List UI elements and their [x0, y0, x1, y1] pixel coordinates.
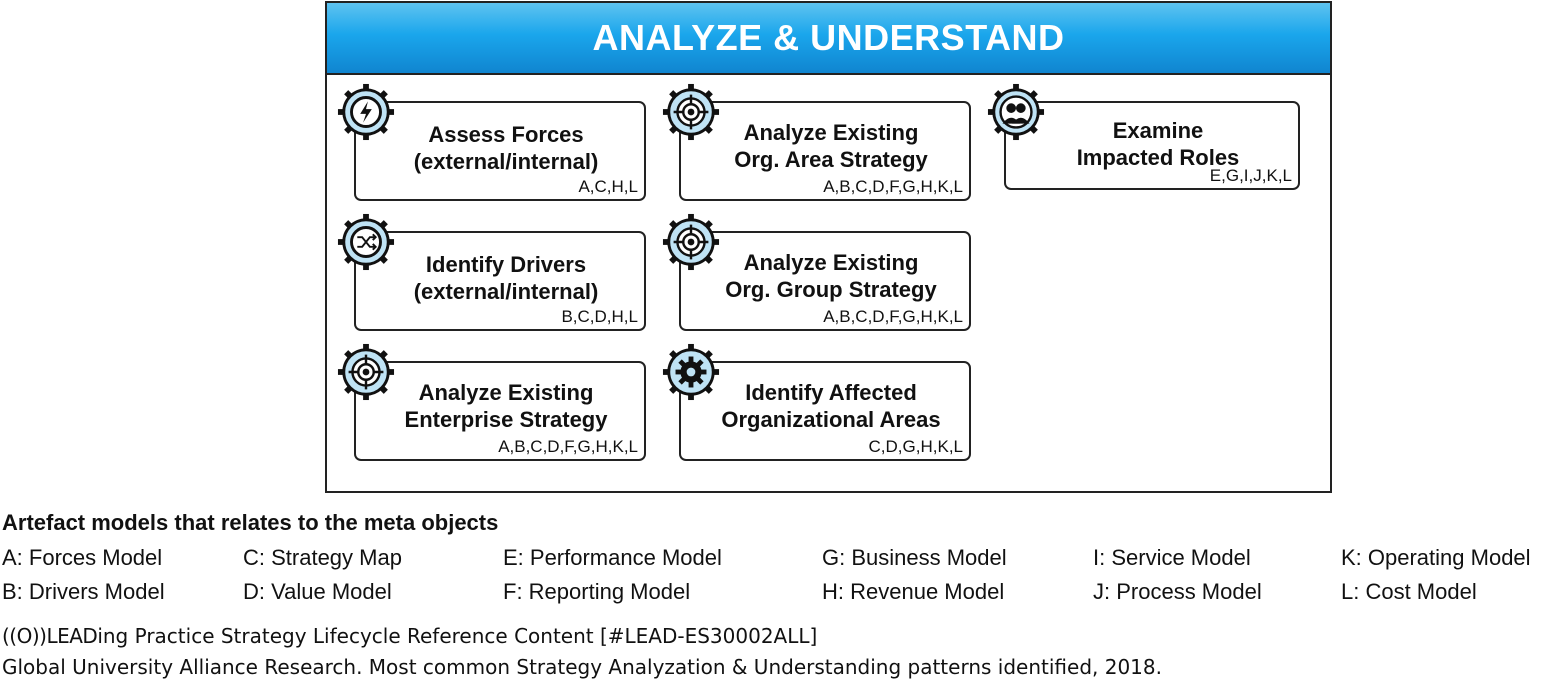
legend-item: B: Drivers Model: [2, 579, 165, 604]
shuffle-icon: [337, 213, 395, 271]
card-title: Analyze Existing Org. Area Strategy: [734, 120, 928, 172]
reference-text: ing Practice Strategy Lifecycle Referenc…: [97, 624, 818, 648]
target-icon: [662, 83, 720, 141]
legend-item: H: Revenue Model: [822, 579, 1005, 604]
lightning-icon: [337, 83, 395, 141]
target-icon: [662, 213, 720, 271]
card-codes: A,B,C,D,F,G,H,K,L: [498, 437, 638, 456]
legend-item: I: Service Model: [1093, 545, 1251, 570]
people-icon: [987, 83, 1045, 141]
legend-title: Artefact models that relates to the meta…: [2, 510, 499, 535]
panel-title: ANALYZE & UNDERSTAND: [592, 17, 1065, 58]
reference-line: ((O))LEADing Practice Strategy Lifecycle…: [2, 624, 817, 648]
card-title: Identify Affected Organizational Areas: [721, 380, 941, 432]
leading-practice-logo: ((O))LEAD: [2, 624, 98, 648]
gear-icon: [662, 343, 720, 401]
target-icon: [337, 343, 395, 401]
legend-item: L: Cost Model: [1341, 579, 1477, 604]
legend-item: J: Process Model: [1093, 579, 1262, 604]
card-codes: A,B,C,D,F,G,H,K,L: [823, 307, 963, 326]
card-impacted-roles[interactable]: Examine Impacted Roles E,G,I,J,K,L: [1004, 101, 1300, 190]
card-affected-areas[interactable]: Identify Affected Organizational Areas C…: [679, 361, 971, 461]
card-codes: B,C,D,H,L: [561, 307, 638, 326]
card-codes: E,G,I,J,K,L: [1209, 166, 1292, 185]
legend-item: C: Strategy Map: [243, 545, 402, 570]
research-credit: Global University Alliance Research. Mos…: [2, 655, 1162, 679]
card-org-area-strategy[interactable]: Analyze Existing Org. Area Strategy A,B,…: [679, 101, 971, 201]
legend-item: K: Operating Model: [1341, 545, 1531, 570]
card-title: Identify Drivers (external/internal): [413, 252, 599, 304]
card-identify-drivers[interactable]: Identify Drivers (external/internal) B,C…: [354, 231, 646, 331]
card-assess-forces[interactable]: Assess Forces (external/internal) A,C,H,…: [354, 101, 646, 201]
card-enterprise-strategy[interactable]: Analyze Existing Enterprise Strategy A,B…: [354, 361, 646, 461]
card-codes: A,C,H,L: [578, 177, 638, 196]
panel-header: ANALYZE & UNDERSTAND: [327, 3, 1330, 75]
legend-item: E: Performance Model: [503, 545, 722, 570]
legend-item: A: Forces Model: [2, 545, 163, 570]
card-title: Examine Impacted Roles: [1076, 118, 1240, 170]
legend-item: G: Business Model: [822, 545, 1007, 570]
card-codes: C,D,G,H,K,L: [868, 437, 963, 456]
card-title: Assess Forces (external/internal): [413, 122, 599, 174]
card-org-group-strategy[interactable]: Analyze Existing Org. Group Strategy A,B…: [679, 231, 971, 331]
card-title: Analyze Existing Enterprise Strategy: [404, 380, 608, 432]
card-title: Analyze Existing Org. Group Strategy: [725, 250, 937, 302]
card-codes: A,B,C,D,F,G,H,K,L: [823, 177, 963, 196]
legend-item: D: Value Model: [243, 579, 392, 604]
legend-item: F: Reporting Model: [503, 579, 691, 604]
